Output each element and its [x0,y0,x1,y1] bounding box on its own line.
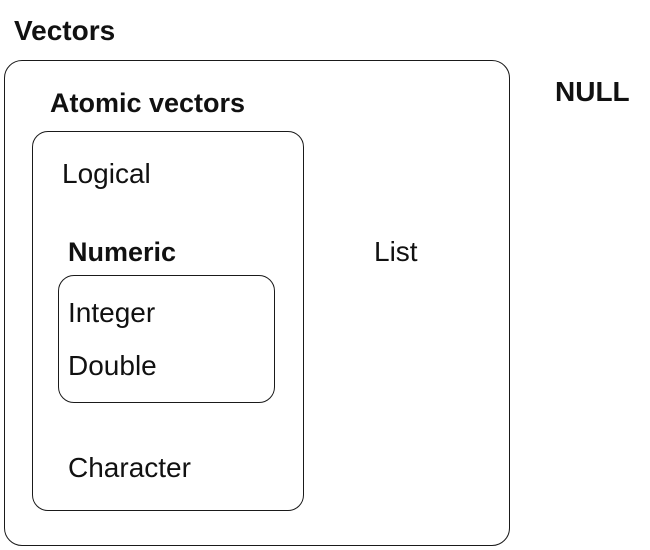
logical-label: Logical [62,158,151,189]
vectors-title: Vectors [14,15,116,46]
numeric-title: Numeric [68,237,177,267]
integer-label: Integer [68,297,156,328]
list-label: List [374,236,418,267]
vectors-box [4,60,510,546]
double-label: Double [68,350,157,381]
numeric-box [58,275,275,403]
null-label: NULL [555,76,630,107]
atomic-vectors-box [32,131,304,511]
character-label: Character [68,452,191,483]
atomic-vectors-title: Atomic vectors [50,88,246,118]
